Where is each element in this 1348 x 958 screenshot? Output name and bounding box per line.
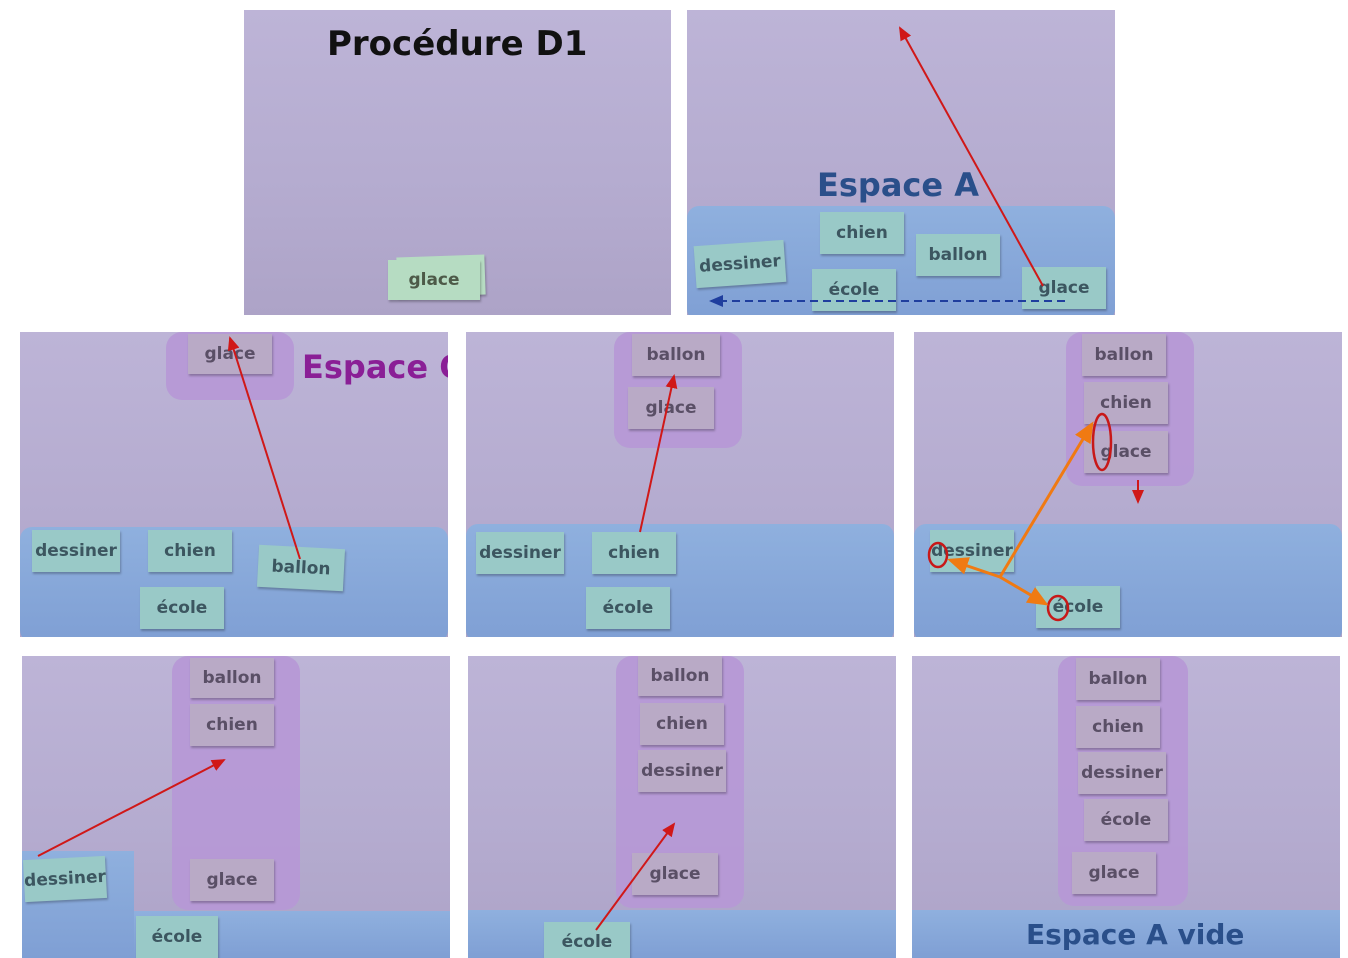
card-ballon: ballon <box>916 234 1000 276</box>
procedure-title: Procédure D1 <box>327 24 588 64</box>
space-c-label: Espace C <box>302 348 448 386</box>
card-ballon: ballon <box>632 334 720 376</box>
card-dessiner: dessiner <box>476 532 564 574</box>
card-ballon: ballon <box>1076 658 1160 700</box>
card-ecole: école <box>544 922 630 958</box>
card-ecole: école <box>140 587 224 629</box>
card-glace: glace <box>190 859 274 901</box>
panel-4: ballon glace dessiner chien école <box>466 332 894 637</box>
card-dessiner: dessiner <box>930 530 1014 572</box>
panel-5: ballon chien glace dessiner école <box>914 332 1342 637</box>
card-ballon: ballon <box>190 658 274 698</box>
card-ballon: ballon <box>1082 334 1166 376</box>
panel-3: Espace C glace dessiner chien ballon éco… <box>20 332 448 637</box>
panel-2: Espace A chien ballon dessiner école gla… <box>687 10 1115 315</box>
card-dessiner: dessiner <box>22 855 108 903</box>
card-glace: glace <box>1022 267 1106 309</box>
panel-1: Procédure D1 glace <box>244 10 671 315</box>
card-glace: glace <box>632 853 718 895</box>
panel-7: ballon chien dessiner glace école <box>468 656 896 958</box>
space-a-zone-strip <box>912 910 1340 958</box>
panel-8: ballon chien dessiner école glace Espace… <box>912 656 1340 958</box>
card-chien: chien <box>148 530 232 572</box>
space-a-label: Espace A <box>817 166 979 204</box>
card-chien: chien <box>592 532 676 574</box>
card-glace: glace <box>188 334 272 374</box>
card-ecole: école <box>136 916 218 958</box>
card-dessiner: dessiner <box>32 530 120 572</box>
card-chien: chien <box>1076 706 1160 748</box>
card-glace: glace <box>388 260 480 300</box>
card-glace: glace <box>628 387 714 429</box>
card-ecole: école <box>1036 586 1120 628</box>
card-dessiner: dessiner <box>693 239 787 289</box>
card-chien: chien <box>820 212 904 254</box>
card-glace: glace <box>1072 852 1156 894</box>
card-dessiner: dessiner <box>638 750 726 792</box>
panel-6: ballon chien glace dessiner école <box>22 656 450 958</box>
card-dessiner: dessiner <box>1078 752 1166 794</box>
card-chien: chien <box>640 703 724 745</box>
card-ballon: ballon <box>256 544 346 592</box>
card-chien: chien <box>190 704 274 746</box>
space-a-empty-label: Espace A vide <box>1026 918 1245 951</box>
card-ecole: école <box>812 269 896 311</box>
card-glace: glace <box>1084 431 1168 473</box>
card-ballon: ballon <box>638 656 722 696</box>
card-chien: chien <box>1084 382 1168 424</box>
card-ecole: école <box>1084 799 1168 841</box>
card-ecole: école <box>586 587 670 629</box>
space-a-zone-strip <box>468 910 896 958</box>
